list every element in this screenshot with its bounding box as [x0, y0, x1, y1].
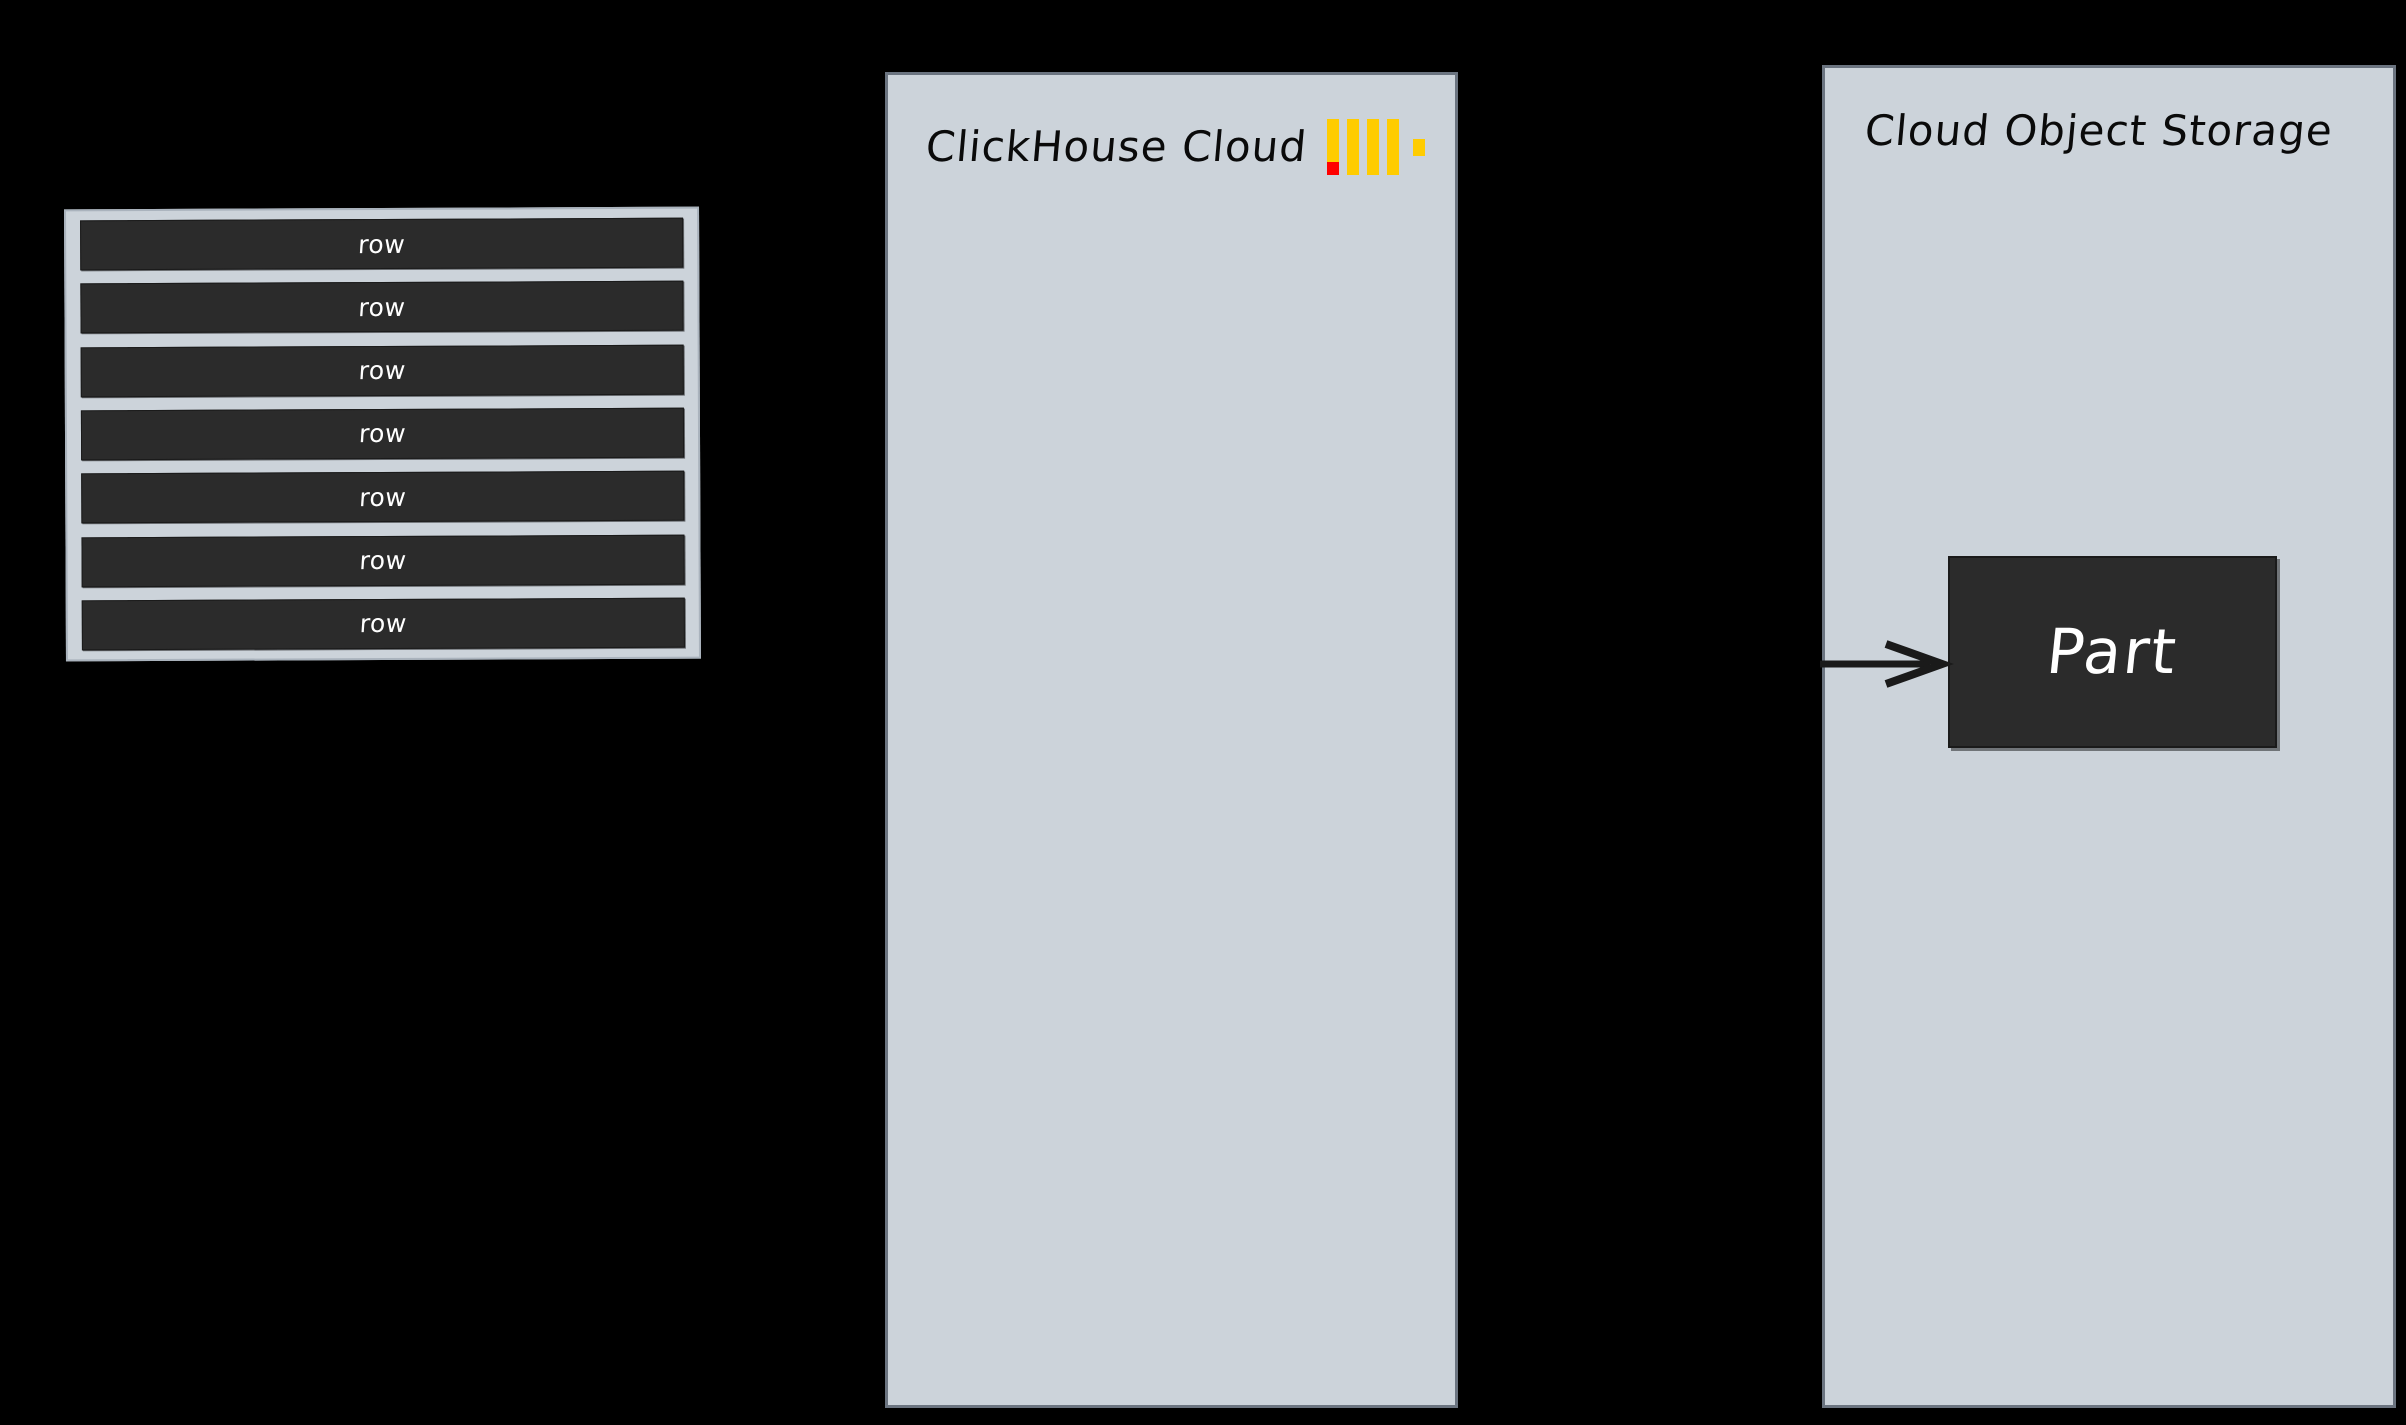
table-row: row — [81, 597, 685, 651]
cloud-object-storage-panel: Cloud Object Storage Part — [1822, 65, 2396, 1408]
table-row: row — [81, 470, 685, 524]
table-row: row — [80, 407, 685, 461]
clickhouse-logo-icon — [1327, 119, 1426, 175]
cloud-object-storage-title: Cloud Object Storage — [1862, 106, 2335, 155]
ingest-arrow-icon — [1820, 640, 1954, 688]
part-block: Part — [1948, 556, 2277, 748]
table-row: row — [80, 217, 684, 271]
part-label: Part — [2043, 615, 2182, 688]
row-label: row — [357, 356, 407, 386]
logo-bar-3 — [1367, 119, 1380, 175]
table-row: row — [80, 281, 684, 334]
table-row: row — [80, 344, 684, 397]
clickhouse-cloud-header: ClickHouse Cloud — [923, 119, 1426, 175]
row-label: row — [358, 482, 408, 512]
row-label: row — [358, 419, 407, 449]
row-label: row — [357, 229, 407, 259]
table-row: row — [81, 534, 685, 587]
row-label: row — [357, 292, 407, 322]
logo-dot — [1413, 138, 1426, 156]
logo-bar-1 — [1327, 119, 1340, 175]
row-label: row — [358, 546, 408, 576]
clickhouse-cloud-title: ClickHouse Cloud — [923, 122, 1310, 171]
logo-bar-4 — [1387, 119, 1400, 175]
logo-bar-2 — [1347, 119, 1360, 175]
row-label: row — [358, 609, 408, 639]
clickhouse-cloud-panel: ClickHouse Cloud — [885, 72, 1458, 1408]
rows-table: row row row row row row row — [64, 206, 701, 662]
